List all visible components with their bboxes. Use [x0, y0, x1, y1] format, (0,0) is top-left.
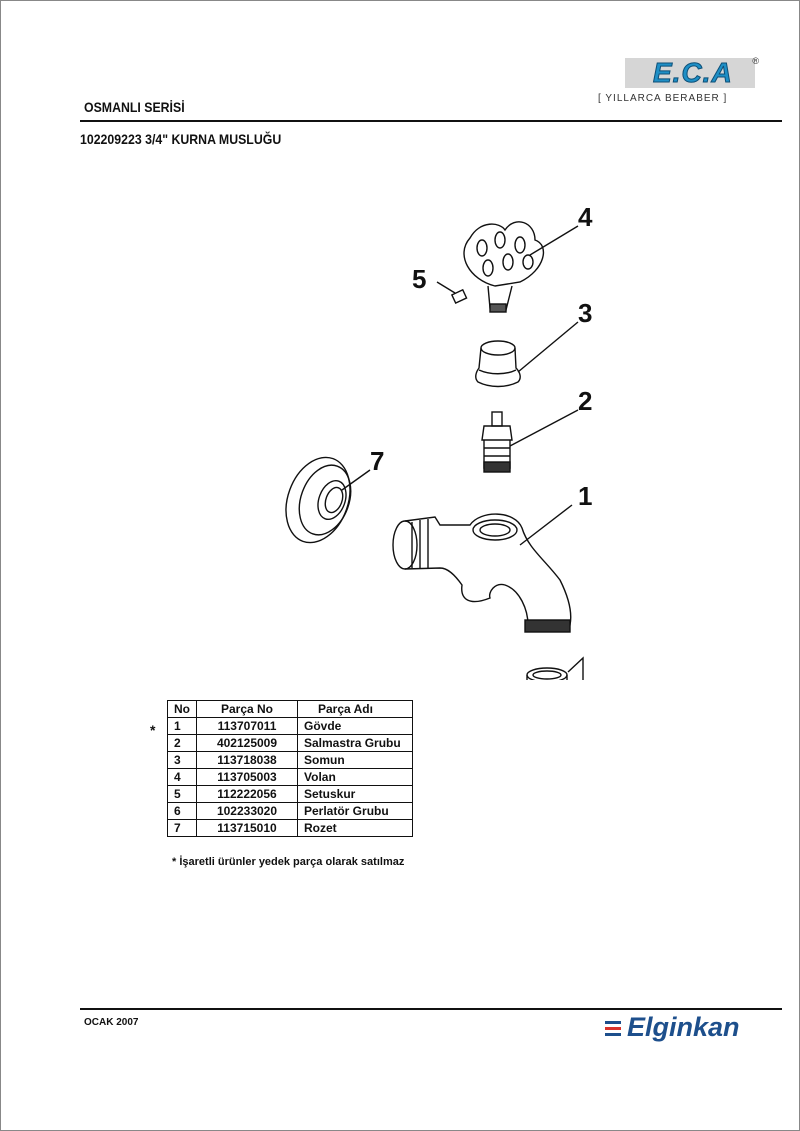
callout-7: 7	[370, 446, 384, 476]
cell-part-name: Perlatör Grubu	[297, 802, 413, 820]
footnote-marker: *	[172, 856, 177, 868]
col-header-part-no: Parça No	[196, 700, 298, 718]
cell-part-name: Volan	[297, 768, 413, 786]
part-2-cartridge	[481, 411, 513, 473]
cell-part-no: 113707011	[196, 717, 298, 735]
eca-logo-text: E.C.A	[653, 57, 733, 88]
cell-part-no: 113718038	[196, 751, 298, 769]
cell-no: 4	[167, 768, 197, 786]
product-title: 102209223 3/4" KURNA MUSLUĞU	[80, 131, 282, 147]
col-header-no: No	[167, 700, 197, 718]
part-7-rosette	[285, 456, 352, 544]
cell-part-no: 112222056	[196, 785, 298, 803]
callout-3: 3	[578, 298, 592, 328]
eca-tagline: [ YILLARCA BERABER ]	[598, 93, 728, 104]
elginkan-logo-mark	[605, 1021, 621, 1039]
footnote-text: İşaretli ürünler yedek parça olarak satı…	[179, 856, 405, 868]
exploded-diagram: 4 5 3 2 7 1	[285, 202, 593, 680]
elginkan-logo-text: Elginkan	[627, 1012, 740, 1042]
document-date: OCAK 2007	[84, 1017, 139, 1028]
footnote: * İşaretli ürünler yedek parça olarak sa…	[172, 856, 404, 868]
callout-5: 5	[412, 264, 426, 294]
cell-no: 5	[167, 785, 197, 803]
cell-no: 1	[167, 717, 197, 735]
cell-part-name: Setuskur	[297, 785, 413, 803]
footer-divider	[80, 1008, 782, 1010]
callout-1: 1	[578, 481, 592, 511]
part-5-screw	[450, 288, 468, 304]
cell-part-no: 113705003	[196, 768, 298, 786]
cell-no: 3	[167, 751, 197, 769]
series-title: OSMANLI SERİSİ	[84, 99, 185, 115]
cell-no: 2	[167, 734, 197, 752]
part-4-handle	[463, 221, 545, 313]
header-divider	[80, 120, 782, 122]
cell-no: 7	[167, 819, 197, 837]
cell-no: 6	[167, 802, 197, 820]
cell-part-no: 113715010	[196, 819, 298, 837]
col-header-part-name: Parça Adı	[297, 700, 413, 718]
cell-part-name: Somun	[297, 751, 413, 769]
cell-part-name: Gövde	[297, 717, 413, 735]
cell-part-name: Salmastra Grubu	[297, 734, 413, 752]
eca-logo: E.C.A®	[625, 56, 759, 88]
not-sold-marker: *	[150, 722, 156, 738]
cell-part-name: Rozet	[297, 819, 413, 837]
part-6-aerator	[526, 667, 568, 680]
part-3-nut	[475, 340, 521, 388]
cell-part-no: 402125009	[196, 734, 298, 752]
table-header-row: No Parça No Parça Adı	[167, 700, 413, 718]
callout-2: 2	[578, 386, 592, 416]
callout-4: 4	[578, 202, 593, 232]
part-1-body	[392, 513, 572, 633]
cell-part-no: 102233020	[196, 802, 298, 820]
